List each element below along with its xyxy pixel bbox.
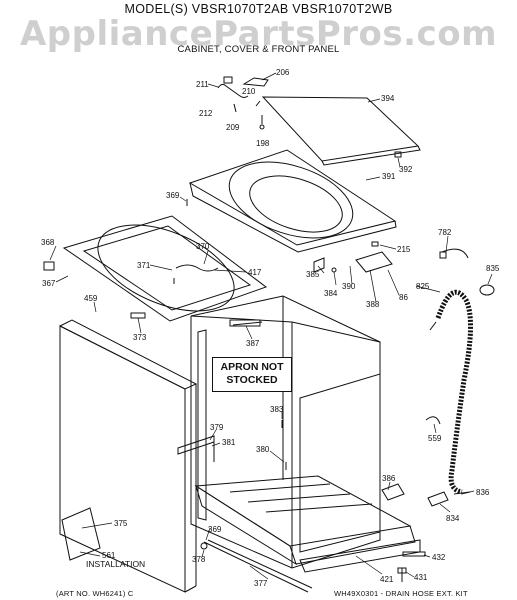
part-label-432: 432 xyxy=(432,553,446,562)
part-label-198: 198 xyxy=(256,139,270,148)
leader-lines xyxy=(49,72,493,580)
part-label-385: 385 xyxy=(306,270,320,279)
apron-note-box: APRON NOT STOCKED xyxy=(212,357,292,392)
part-label-386: 386 xyxy=(382,474,396,483)
part-label-383: 383 xyxy=(270,405,284,414)
part-label-388: 388 xyxy=(366,300,380,309)
part-label-215: 215 xyxy=(397,245,411,254)
part-label-391: 391 xyxy=(382,172,396,181)
part-label-431: 431 xyxy=(414,573,428,582)
part-label-835: 835 xyxy=(486,264,500,273)
part-label-373: 373 xyxy=(133,333,147,342)
tub-ring-frame-shape xyxy=(43,199,268,322)
part-label-369-bottom: 369 xyxy=(208,525,222,534)
apron-note-line1: APRON NOT xyxy=(220,361,284,373)
cabinet-shape xyxy=(190,295,381,569)
part-label-212: 212 xyxy=(199,109,213,118)
part-label-370: 370 xyxy=(196,242,210,251)
part-label-392: 392 xyxy=(399,165,413,174)
part-label-561: 561 xyxy=(102,551,116,560)
front-panel-shape xyxy=(58,319,198,593)
part-label-387: 387 xyxy=(246,339,260,348)
part-label-380: 380 xyxy=(256,445,270,454)
top-cover-shape xyxy=(261,96,421,166)
top-panel-shape xyxy=(188,149,397,253)
art-number-caption: (ART NO. WH6241) C xyxy=(56,589,134,598)
part-label-782: 782 xyxy=(438,228,452,237)
part-label-559: 559 xyxy=(428,434,442,443)
section-title: CABINET, COVER & FRONT PANEL xyxy=(177,44,340,55)
installation-label: INSTALLATION xyxy=(86,559,145,569)
part-label-417: 417 xyxy=(248,268,262,277)
model-title: MODEL(S) VBSR1070T2AB VBSR1070T2WB xyxy=(124,2,393,16)
part-number-labels: 211 206 210 212 209 198 394 391 392 369 … xyxy=(41,68,500,588)
base-frame-shape xyxy=(194,475,421,573)
watermark: AppliancePartsPros.com xyxy=(19,14,497,54)
drain-hose-kit-caption: WH49X0301 - DRAIN HOSE EXT. KIT xyxy=(334,589,468,598)
part-label-367: 367 xyxy=(42,279,56,288)
rear-leg-and-rod-shapes xyxy=(200,539,426,593)
part-label-459: 459 xyxy=(84,294,98,303)
part-label-378: 378 xyxy=(192,555,206,564)
lid-hinge-parts xyxy=(217,76,402,158)
side-bracket-shape xyxy=(177,435,215,462)
part-label-369-top: 369 xyxy=(166,191,180,200)
apron-note-line2: STOCKED xyxy=(226,374,278,386)
part-label-825: 825 xyxy=(416,282,430,291)
part-label-206: 206 xyxy=(276,68,290,77)
part-label-836: 836 xyxy=(476,488,490,497)
part-label-375: 375 xyxy=(114,519,128,528)
part-label-379: 379 xyxy=(210,423,224,432)
part-label-211: 211 xyxy=(196,80,209,89)
part-label-210: 210 xyxy=(242,87,256,96)
part-label-368: 368 xyxy=(41,238,55,247)
part-label-209: 209 xyxy=(226,123,240,132)
part-label-394: 394 xyxy=(381,94,395,103)
part-label-390: 390 xyxy=(342,282,356,291)
part-label-834: 834 xyxy=(446,514,460,523)
part-label-421: 421 xyxy=(380,575,394,584)
part-label-377: 377 xyxy=(254,579,268,588)
part-label-86: 86 xyxy=(399,293,408,302)
part-label-371: 371 xyxy=(137,261,151,270)
drain-hose-shape xyxy=(429,248,495,495)
part-label-381: 381 xyxy=(222,438,236,447)
part-label-384: 384 xyxy=(324,289,338,298)
